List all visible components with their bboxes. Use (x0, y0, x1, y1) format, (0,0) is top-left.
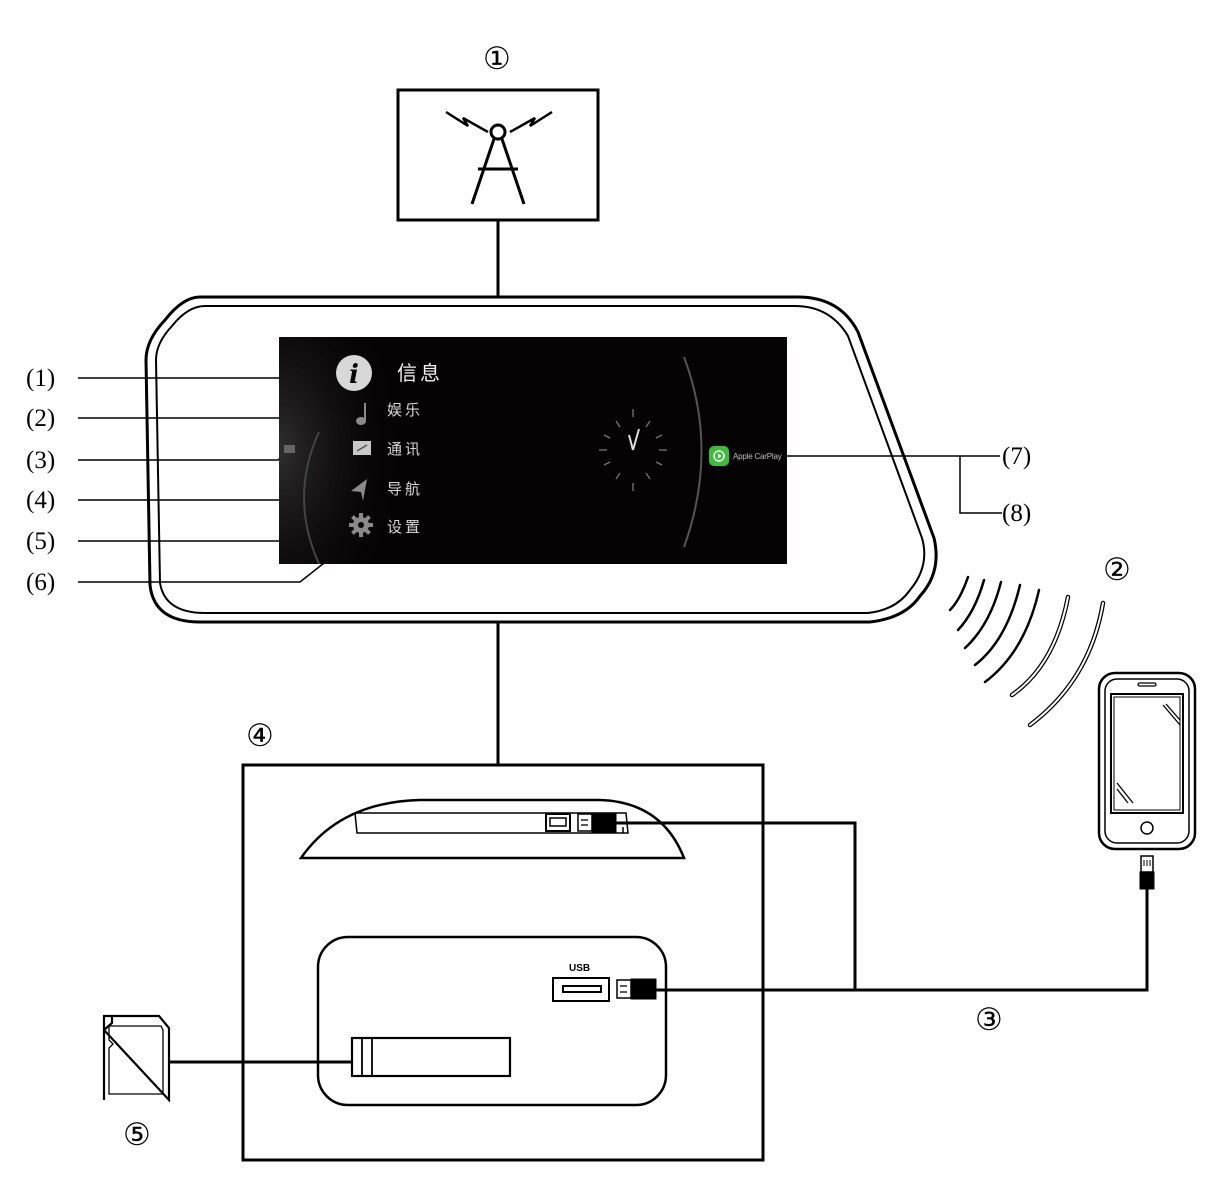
menu-item-settings[interactable]: 设置 (387, 518, 424, 536)
callout-phone-wireless: ② (1103, 552, 1131, 588)
callout-usb-cable: ③ (975, 1002, 1003, 1038)
carplay-label: Apple CarPlay (733, 451, 782, 461)
menu-item-communication[interactable]: 通讯 (387, 440, 424, 458)
menu-item-entertainment[interactable]: 娱乐 (387, 401, 424, 419)
menu-item-navigation[interactable]: 导航 (387, 480, 424, 498)
label-8: (8) (1002, 500, 1032, 527)
mirror-body (144, 295, 938, 624)
music-note-icon (356, 403, 366, 425)
callout-sd-card: ⑤ (123, 1117, 151, 1153)
navigation-arrow-icon (351, 479, 367, 501)
unit-bottom-panel (316, 935, 668, 1107)
label-2: (2) (26, 405, 56, 432)
label-6: (6) (26, 569, 56, 596)
label-4: (4) (26, 487, 56, 514)
mirror-screen: i (279, 337, 787, 564)
sd-card-slot (350, 1036, 512, 1078)
callout-antenna: ① (483, 41, 511, 77)
gear-icon (349, 513, 373, 537)
clock-icon (599, 409, 667, 491)
label-5: (5) (26, 528, 56, 555)
info-icon (336, 355, 372, 391)
antenna-box (396, 88, 600, 298)
svg-text:i: i (349, 360, 359, 390)
wireless-signal-icon (948, 575, 1106, 728)
label-7: (7) (1002, 443, 1032, 470)
usb-port (552, 977, 610, 1002)
usb-label: USB (569, 963, 591, 974)
menu-item-info[interactable]: 信息 (397, 361, 443, 385)
label-1: (1) (26, 365, 56, 392)
carplay-icon (709, 446, 729, 466)
antenna-icon (445, 110, 553, 205)
host-unit-box (241, 763, 765, 1162)
screen-graphics: i (279, 337, 703, 564)
callout-host-unit: ④ (246, 718, 274, 754)
carplay-button[interactable]: Apple CarPlay (709, 444, 782, 468)
unit-top-panel (298, 798, 686, 860)
smartphone (1097, 671, 1197, 890)
usb-cables (616, 821, 1149, 992)
message-icon (284, 445, 295, 453)
sd-card (102, 1014, 352, 1103)
label-3: (3) (26, 447, 56, 474)
